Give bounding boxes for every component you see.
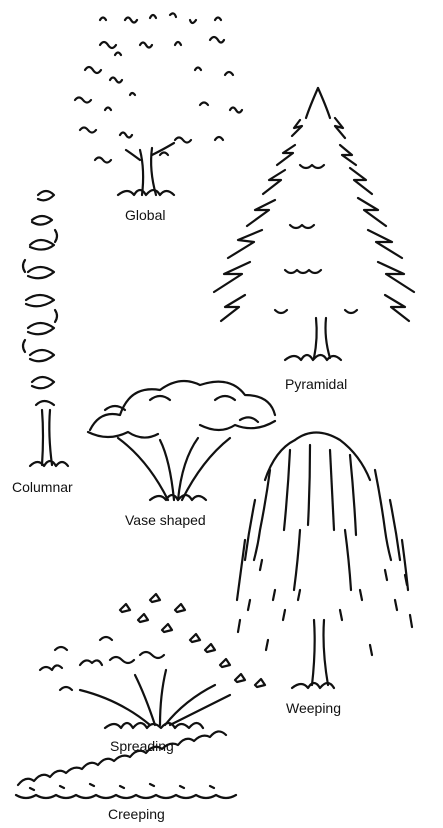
spreading-trunk <box>80 670 230 728</box>
label-pyramidal: Pyramidal <box>285 377 347 391</box>
pyramidal-foliage <box>214 88 414 321</box>
weeping-tree-drawing <box>237 433 412 689</box>
label-vase-shaped: Vase shaped <box>125 513 206 527</box>
label-creeping: Creeping <box>108 807 165 821</box>
vase-trunk <box>118 438 230 500</box>
columnar-tree-drawing <box>23 191 68 466</box>
vase-tree-drawing <box>88 381 275 500</box>
label-columnar: Columnar <box>12 480 73 494</box>
vase-canopy <box>88 381 275 438</box>
pyramidal-trunk <box>285 318 341 360</box>
label-global: Global <box>125 208 165 222</box>
label-weeping: Weeping <box>286 701 341 715</box>
spreading-canopy <box>40 594 265 690</box>
global-canopy <box>75 13 242 162</box>
columnar-foliage <box>23 191 57 405</box>
pyramidal-tree-drawing <box>214 88 414 360</box>
label-spreading: Spreading <box>110 739 174 753</box>
weeping-trunk <box>292 620 334 688</box>
spreading-tree-drawing <box>40 594 265 728</box>
columnar-trunk <box>30 410 68 466</box>
global-trunk <box>118 143 174 195</box>
global-tree-drawing <box>75 13 242 195</box>
